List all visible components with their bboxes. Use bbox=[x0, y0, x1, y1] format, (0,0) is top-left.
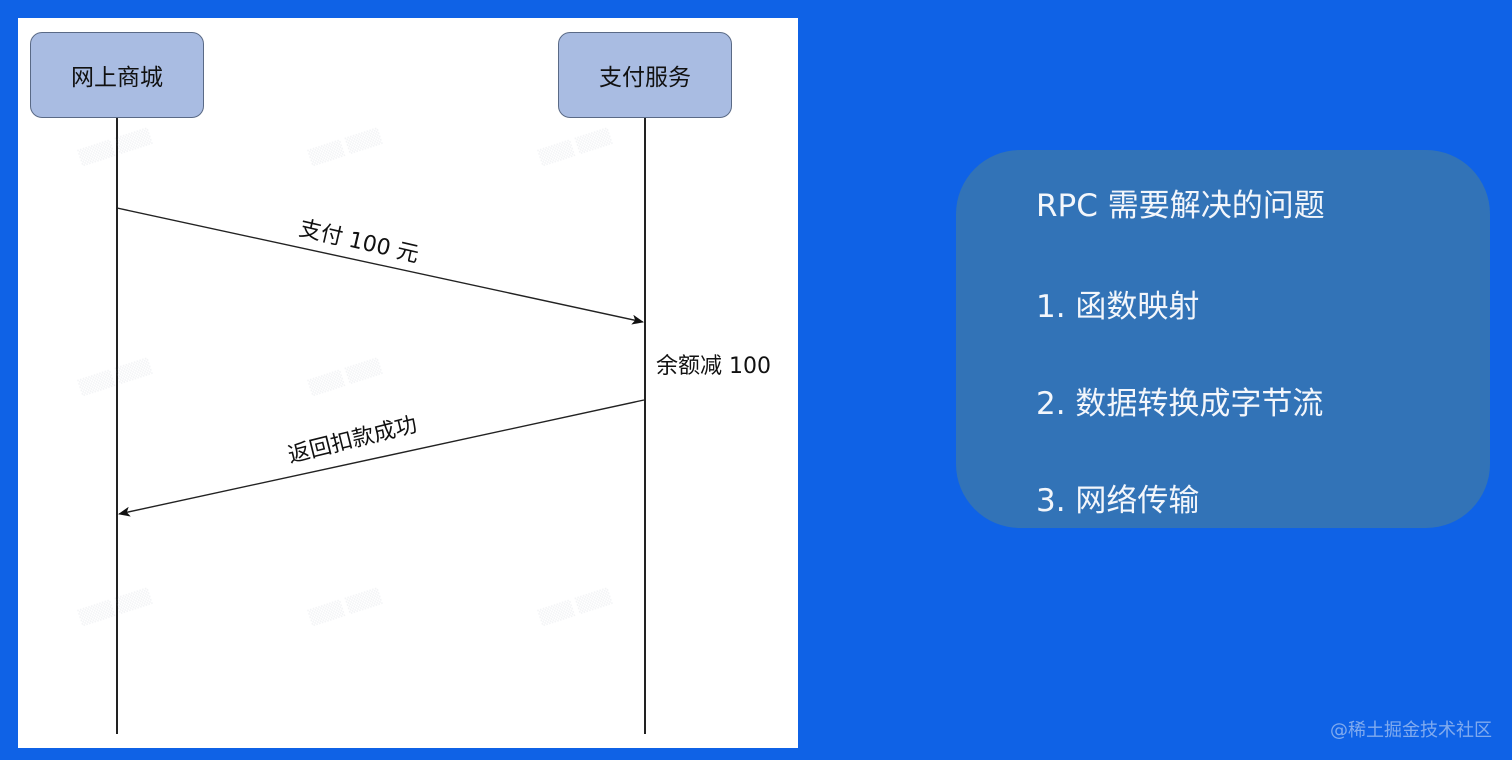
lifeline-payment-service bbox=[644, 118, 646, 734]
actor-online-mall-label: 网上商城 bbox=[71, 65, 163, 91]
message-arrows bbox=[116, 207, 645, 517]
site-watermark: @稀土掘金技术社区 bbox=[1330, 720, 1492, 741]
card-item-data-serialization: 2. 数据转换成字节流 bbox=[1036, 386, 1324, 422]
lifeline-online-mall bbox=[116, 118, 118, 734]
balance-note: 余额减 100 bbox=[656, 354, 771, 379]
return-result-arrow bbox=[118, 399, 645, 517]
actor-payment-service: 支付服务 bbox=[558, 32, 732, 118]
pay-request-arrow bbox=[116, 207, 644, 325]
card-item-network-transport: 3. 网络传输 bbox=[1036, 483, 1200, 519]
actor-online-mall: 网上商城 bbox=[30, 32, 204, 118]
rpc-problems-card: RPC 需要解决的问题 1. 函数映射 2. 数据转换成字节流 3. 网络传输 bbox=[956, 150, 1490, 528]
actor-payment-service-label: 支付服务 bbox=[599, 65, 691, 91]
card-item-function-mapping: 1. 函数映射 bbox=[1036, 289, 1200, 325]
card-title: RPC 需要解决的问题 bbox=[1036, 188, 1325, 224]
sequence-diagram-panel: 网上商城 支付服务 支付 100 元 返回扣款成功 余额减 100 ▒▒▒ ▒▒… bbox=[18, 18, 798, 748]
